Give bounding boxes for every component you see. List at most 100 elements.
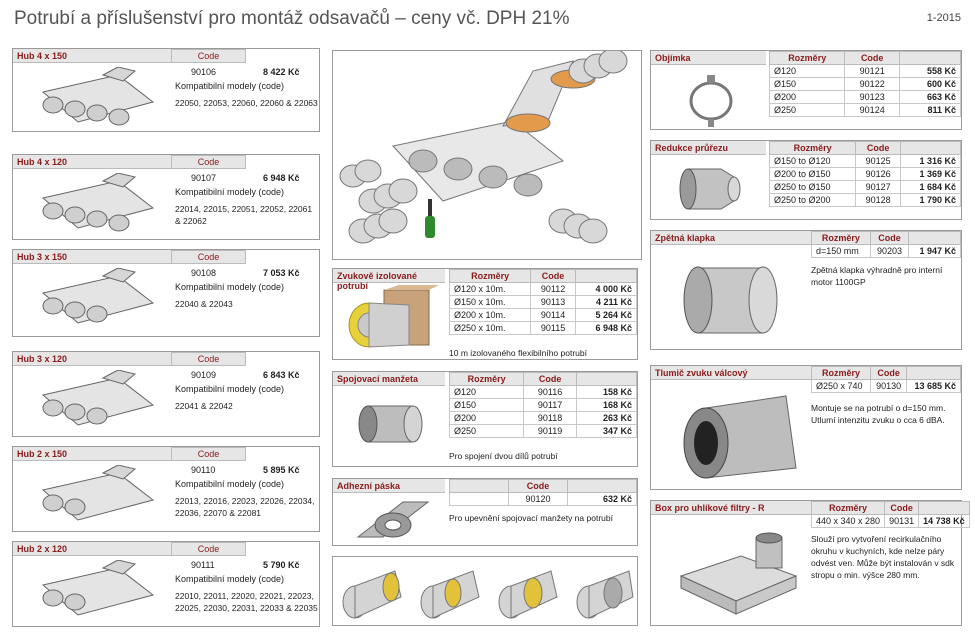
- hub-title: Hub 3 x 120: [13, 352, 171, 366]
- row-price: 168 Kč: [575, 398, 638, 412]
- row-price: 600 Kč: [898, 77, 962, 91]
- silencer-size: Ø250 x 740: [810, 379, 872, 393]
- assembly-steps-illustration: [332, 556, 638, 626]
- row-dimension: Ø250: [768, 103, 846, 117]
- row-price: 5 264 Kč: [574, 308, 638, 322]
- hub-compat-label: Kompatibilní modely (code): [175, 81, 285, 91]
- hub-drawing: [41, 465, 155, 521]
- hub-panel: Hub 3 x 120 Code 90109 6 843 Kč Kompatib…: [12, 351, 320, 437]
- row-price: 1 684 Kč: [900, 180, 961, 194]
- row-code: 90125: [855, 154, 902, 168]
- check-valve-code-header: Code: [869, 231, 910, 245]
- tape-note: Pro upevnění spojovací manžety na potrub…: [449, 513, 613, 523]
- hub-price: 5 790 Kč: [263, 560, 300, 570]
- sleeve-title: Spojovací manžeta: [333, 372, 445, 386]
- reducer-image: [679, 168, 741, 210]
- row-price: 1 369 Kč: [900, 167, 961, 181]
- hub-code: 90109: [191, 370, 217, 380]
- row-dimension: Ø120 x 10m.: [448, 282, 532, 296]
- hub-compat-label: Kompatibilní modely (code): [175, 282, 285, 292]
- hub-code-header: Code: [171, 447, 246, 461]
- hub-compat-models: 22041 & 22042: [175, 401, 233, 411]
- code-header: Code: [844, 51, 900, 65]
- row-code: 90112: [530, 282, 576, 296]
- hub-code-header: Code: [171, 542, 246, 556]
- row-code: 90128: [855, 193, 902, 207]
- hub-drawing: [41, 560, 155, 616]
- hub-title: Hub 4 x 120: [13, 155, 171, 169]
- hub-price: 8 422 Kč: [263, 67, 300, 77]
- silencer-note: Montuje se na potrubí o d=150 mm. Utlumí…: [811, 403, 946, 425]
- page-title: Potrubí a příslušenství pro montáž odsav…: [14, 8, 570, 29]
- hub-title: Hub 3 x 150: [13, 250, 171, 264]
- hub-panel: Hub 2 x 120 Code 90111 5 790 Kč Kompatib…: [12, 541, 320, 627]
- hub-title: Hub 2 x 150: [13, 447, 171, 461]
- hub-panel: Hub 2 x 150 Code 90110 5 895 Kč Kompatib…: [12, 446, 320, 532]
- carbon-box-image: [679, 532, 798, 615]
- hub-code: 90110: [191, 465, 216, 475]
- hub-code: 90111: [191, 560, 215, 570]
- hub-drawing: [41, 173, 155, 232]
- dim-header: Rozměry: [448, 269, 532, 283]
- code-header: Code: [855, 141, 902, 155]
- tape-code: 90120: [508, 492, 568, 506]
- insulated-duct-title: Zvukově izolované potrubí: [333, 269, 445, 291]
- hub-compat-label: Kompatibilní modely (code): [175, 574, 285, 584]
- flex-hose-left: [339, 159, 418, 244]
- dim-header: Rozměry: [768, 51, 846, 65]
- tape-code-header: Code: [508, 479, 568, 493]
- row-price: 558 Kč: [898, 64, 962, 78]
- row-code: 90119: [523, 424, 577, 438]
- hub-compat-label: Kompatibilní modely (code): [175, 479, 285, 489]
- carbon-box-note: Slouží pro vytvoření recirkulačního okru…: [811, 534, 955, 580]
- row-code: 90124: [844, 103, 900, 117]
- hub-compat-label: Kompatibilní modely (code): [175, 187, 285, 197]
- hub-title: Hub 4 x 150: [13, 49, 171, 63]
- row-price: 663 Kč: [898, 90, 962, 104]
- row-code: 90114: [530, 308, 576, 322]
- row-price: 4 211 Kč: [574, 295, 638, 309]
- row-dimension: Ø150 x 10m.: [448, 295, 532, 309]
- hub-panel: Hub 3 x 150 Code 90108 7 053 Kč Kompatib…: [12, 249, 320, 337]
- row-price: 158 Kč: [575, 385, 638, 399]
- row-price: 1 316 Kč: [900, 154, 961, 168]
- hub-code-header: Code: [171, 352, 246, 366]
- hub-compat-label: Kompatibilní modely (code): [175, 384, 285, 394]
- installation-illustration: [332, 48, 642, 260]
- hub-compat-models: 22040 & 22043: [175, 299, 233, 309]
- hub-code: 90107: [191, 173, 217, 183]
- step-3-image: [498, 570, 558, 619]
- silencer-title: Tlumič zvuku válcový: [651, 366, 811, 380]
- carbon-box-dim-header: Rozměry: [810, 501, 886, 515]
- check-valve-title: Zpětná klapka: [651, 231, 811, 245]
- step-4-image: [576, 570, 634, 619]
- code-header: Code: [530, 269, 576, 283]
- hub-code: 90106: [191, 67, 217, 77]
- row-code: 90117: [523, 398, 577, 412]
- insulated-duct-image: [348, 285, 439, 348]
- silencer-code: 90130: [870, 379, 908, 393]
- row-price: 347 Kč: [575, 424, 638, 438]
- hub-drawing: [41, 268, 155, 324]
- row-code: 90116: [523, 385, 577, 399]
- hub-compat-models: 22010, 22011, 22020, 22021, 22023, 22025…: [175, 591, 318, 613]
- hub-drawing: [41, 370, 155, 426]
- tape-image: [356, 501, 430, 538]
- dim-header: Rozměry: [768, 141, 857, 155]
- row-code: 90123: [844, 90, 900, 104]
